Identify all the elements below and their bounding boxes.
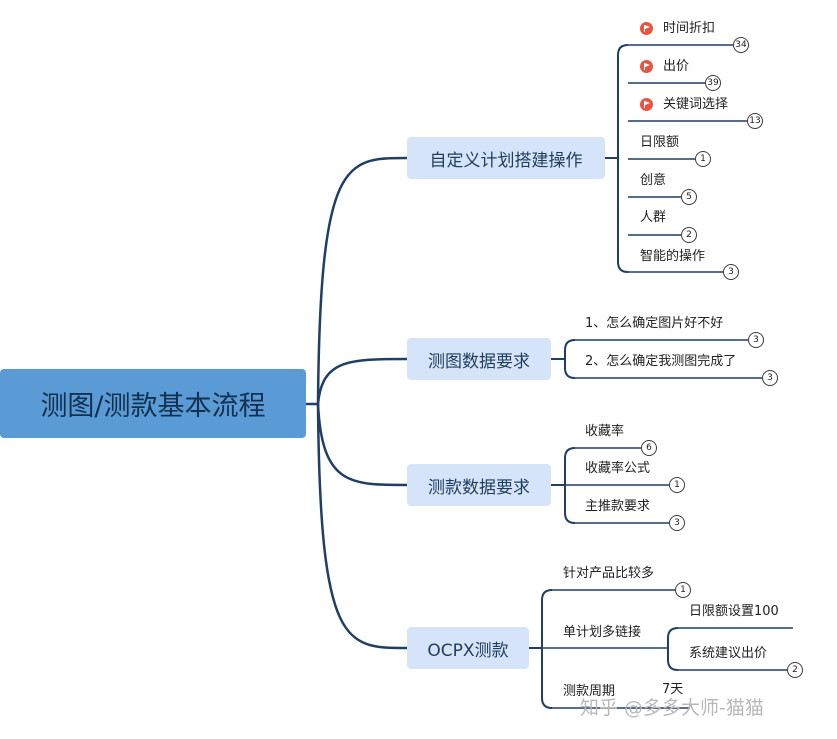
count-badge[interactable]: 13 [747,113,763,129]
leaf-test-cycle[interactable]: 测款周期 [563,684,616,699]
leaf-image-quality[interactable]: 1、怎么确定图片好不好 [585,316,724,331]
root-node[interactable]: 测图/测款基本流程 [0,369,306,438]
root-to-branch-line [316,403,408,650]
count-badge[interactable]: 1 [669,477,685,493]
root-to-branch-line [316,156,408,405]
leaf-daily-budget-100[interactable]: 日限额设置100 [689,604,779,619]
leaf-creative[interactable]: 创意 [640,173,667,188]
flag-icon [640,22,653,35]
branch-custom-plan[interactable]: 自定义计划搭建操作 [407,137,605,179]
bracket-line [541,589,553,709]
branch-ocpx-test[interactable]: OCPX测款 [407,627,529,669]
leaf-favorite-rate[interactable]: 收藏率 [585,424,625,439]
count-badge[interactable]: 2 [787,662,803,678]
count-badge[interactable]: 1 [675,582,691,598]
count-badge[interactable]: 3 [762,370,778,386]
leaf-daily-budget[interactable]: 日限额 [640,135,680,150]
leaf-many-products[interactable]: 针对产品比较多 [563,566,655,581]
count-badge[interactable]: 34 [733,37,749,53]
count-badge[interactable]: 39 [705,75,721,91]
count-badge[interactable]: 2 [681,227,697,243]
leaf-time-discount[interactable]: 时间折扣 [663,21,716,36]
count-badge[interactable]: 1 [695,151,711,167]
count-badge[interactable]: 3 [748,332,764,348]
count-badge[interactable]: 5 [681,189,697,205]
count-badge[interactable]: 6 [641,440,657,456]
leaf-image-test-done[interactable]: 2、怎么确定我测图完成了 [585,354,737,369]
flag-icon [640,98,653,111]
flag-icon [640,60,653,73]
leaf-smart-operation[interactable]: 智能的操作 [640,249,706,264]
bracket-line [564,339,576,379]
bracket-line [617,44,629,273]
leaf-keyword-selection[interactable]: 关键词选择 [663,97,729,112]
root-to-branch-line [316,403,408,487]
leaf-bid[interactable]: 出价 [663,59,690,74]
watermark: 知乎 @多多大师-猫猫 [580,697,764,719]
root-to-branch-line [316,357,408,405]
leaf-favorite-rate-formula[interactable]: 收藏率公式 [585,461,651,476]
leaf-single-plan-multi-link[interactable]: 单计划多链接 [563,625,642,640]
bracket-line [667,627,679,671]
leaf-system-suggested-bid[interactable]: 系统建议出价 [689,646,768,661]
leaf-audience[interactable]: 人群 [640,210,667,225]
branch-product-test-data[interactable]: 测款数据要求 [407,464,551,506]
test-cycle-value[interactable]: 7天 [662,682,684,697]
leaf-main-product-req[interactable]: 主推款要求 [585,499,651,514]
branch-image-test-data[interactable]: 测图数据要求 [407,338,551,380]
count-badge[interactable]: 3 [669,515,685,531]
count-badge[interactable]: 3 [723,264,739,280]
